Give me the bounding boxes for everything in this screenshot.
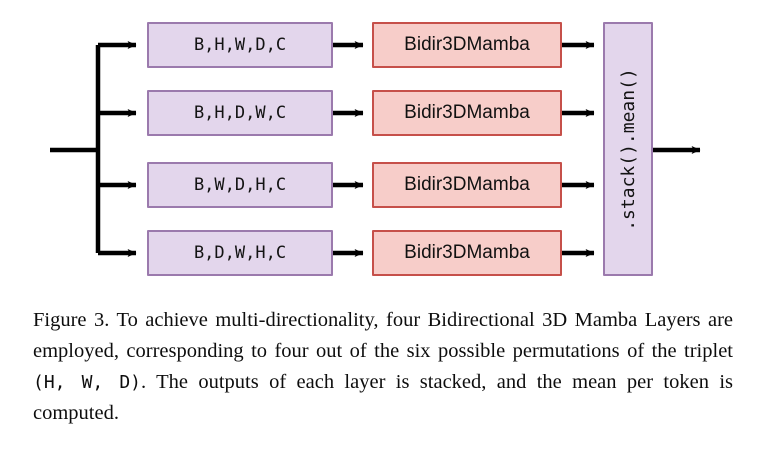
caption-text-part-1: To achieve multi-directionality, four Bi… <box>33 309 733 362</box>
architecture-diagram: B,H,W,D,C B,H,D,W,C B,W,D,H,C B,D,W,H,C … <box>50 22 701 276</box>
permutation-box-1[interactable]: B,H,W,D,C <box>147 22 333 68</box>
figure-caption: Figure 3. To achieve multi-directionalit… <box>33 305 733 429</box>
mamba-box-4[interactable]: Bidir3DMamba <box>372 230 562 276</box>
mamba-box-1[interactable]: Bidir3DMamba <box>372 22 562 68</box>
permutation-box-3[interactable]: B,W,D,H,C <box>147 162 333 208</box>
permutation-box-4-label: B,D,W,H,C <box>193 243 287 263</box>
caption-triplet-mono: (H, W, D) <box>33 372 142 393</box>
aggregator-label: .stack().mean() <box>617 67 639 231</box>
mamba-box-3-label: Bidir3DMamba <box>404 174 530 195</box>
mamba-box-4-label: Bidir3DMamba <box>404 242 530 263</box>
permutation-box-2[interactable]: B,H,D,W,C <box>147 90 333 136</box>
mamba-box-2[interactable]: Bidir3DMamba <box>372 90 562 136</box>
permutation-box-2-label: B,H,D,W,C <box>193 103 287 123</box>
mamba-box-1-label: Bidir3DMamba <box>404 34 530 55</box>
caption-text-part-2: . The outputs of each layer is stacked, … <box>33 371 733 424</box>
mamba-box-3[interactable]: Bidir3DMamba <box>372 162 562 208</box>
permutation-box-4[interactable]: B,D,W,H,C <box>147 230 333 276</box>
diagram-connectors <box>50 41 701 257</box>
caption-figure-number: Figure 3. <box>33 309 110 331</box>
aggregator-box[interactable]: .stack().mean() <box>603 22 653 276</box>
mamba-box-2-label: Bidir3DMamba <box>404 102 530 123</box>
permutation-box-3-label: B,W,D,H,C <box>193 175 287 195</box>
permutation-box-1-label: B,H,W,D,C <box>193 35 287 55</box>
